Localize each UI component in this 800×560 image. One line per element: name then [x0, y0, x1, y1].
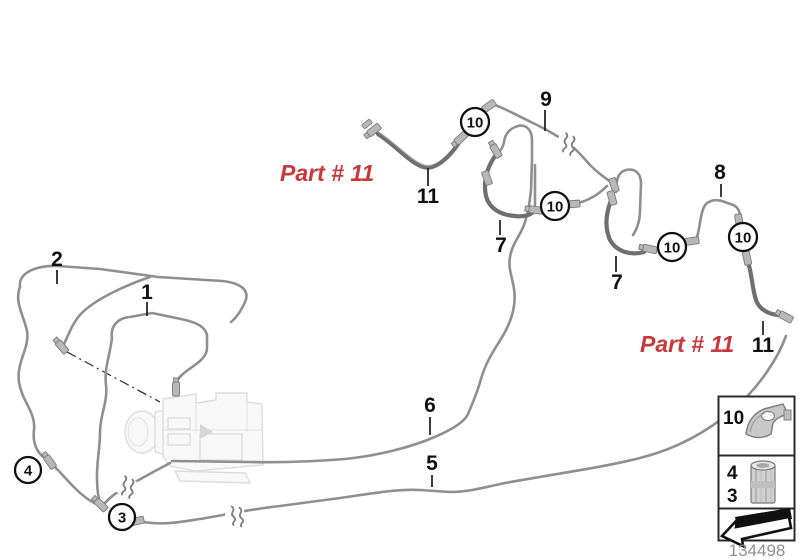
- part-label-6: 6: [424, 394, 436, 417]
- break-symbol: [554, 131, 578, 156]
- callout-10-c: 10: [656, 231, 688, 263]
- fitting: [487, 139, 503, 159]
- circled-callouts: 10 10 10 10 4 3: [13, 106, 759, 532]
- part-label-2: 2: [51, 248, 63, 271]
- legend-label-10: 10: [723, 408, 744, 429]
- callout-10-d: 10: [727, 221, 759, 253]
- callout-10-b-text: 10: [547, 199, 564, 216]
- callout-3: 3: [107, 502, 137, 532]
- part-label-7b: 7: [611, 271, 623, 294]
- part-label-8: 8: [714, 161, 726, 184]
- clip-icon: [745, 403, 792, 439]
- fitting: [363, 123, 382, 140]
- part-labels: 2 1 9 11 7 7 8 11 6 5: [51, 88, 774, 475]
- pipe-2-top: [18, 264, 248, 324]
- pipe-2-hook: [62, 275, 152, 346]
- callout-3-text: 3: [118, 510, 126, 527]
- part-note-right: Part # 11: [640, 331, 734, 357]
- fitting: [481, 170, 493, 186]
- callout-4-text: 4: [24, 463, 33, 480]
- hose-7b: [604, 195, 647, 256]
- part-label-1: 1: [141, 281, 153, 304]
- pipe-8: [695, 198, 742, 239]
- hose-11-top-highlight: [379, 132, 433, 167]
- callout-10-a-text: 10: [467, 115, 484, 132]
- part-label-5: 5: [426, 452, 438, 475]
- callout-10-d-text: 10: [735, 230, 752, 247]
- legend-box: 10 4 3: [717, 395, 796, 549]
- fitting: [41, 450, 57, 470]
- hose-11-right: [745, 259, 781, 318]
- callout-10-b: 10: [539, 190, 571, 222]
- part-note-left: Part # 11: [280, 160, 374, 186]
- direction-arrow-icon: [719, 508, 793, 549]
- fitting: [608, 177, 620, 193]
- pipe-7b-loop: [614, 168, 643, 237]
- legend-label-4: 4: [727, 463, 738, 484]
- fitting: [638, 243, 658, 255]
- part-label-9: 9: [540, 88, 552, 111]
- fitting: [741, 250, 753, 266]
- fitting: [606, 190, 618, 206]
- fitting: [361, 119, 373, 129]
- brake-pipes: [16, 102, 788, 525]
- leader-lines: [56, 110, 764, 487]
- part-label-7a: 7: [495, 234, 507, 257]
- pipe-1-main: [110, 311, 209, 386]
- red-annotations: Part # 11 Part # 11: [280, 160, 734, 357]
- callout-4: 4: [13, 455, 43, 485]
- fitting: [774, 309, 794, 324]
- pipe-break-symbols: [113, 131, 578, 528]
- centerline-dashdot: [66, 351, 161, 403]
- drawing-number: 134498: [729, 541, 786, 560]
- break-symbol: [113, 474, 137, 499]
- pipe-6-rear: [170, 124, 534, 464]
- break-symbol: [223, 505, 245, 528]
- part-label-11a: 11: [417, 185, 440, 208]
- coupler-icon: [750, 460, 776, 504]
- fitting: [52, 336, 70, 355]
- pipe-abs-front: [102, 461, 172, 506]
- abs-unit-ghost: [124, 392, 264, 484]
- callout-10-c-text: 10: [664, 240, 681, 257]
- pipe-2-left: [16, 285, 51, 463]
- part-label-11b: 11: [752, 334, 775, 357]
- callout-10-a: 10: [459, 106, 491, 138]
- pipe-9: [490, 102, 613, 184]
- legend-label-3: 3: [727, 486, 738, 507]
- fitting: [90, 494, 109, 513]
- pipe-1-tail: [95, 336, 114, 505]
- fitting: [172, 377, 180, 397]
